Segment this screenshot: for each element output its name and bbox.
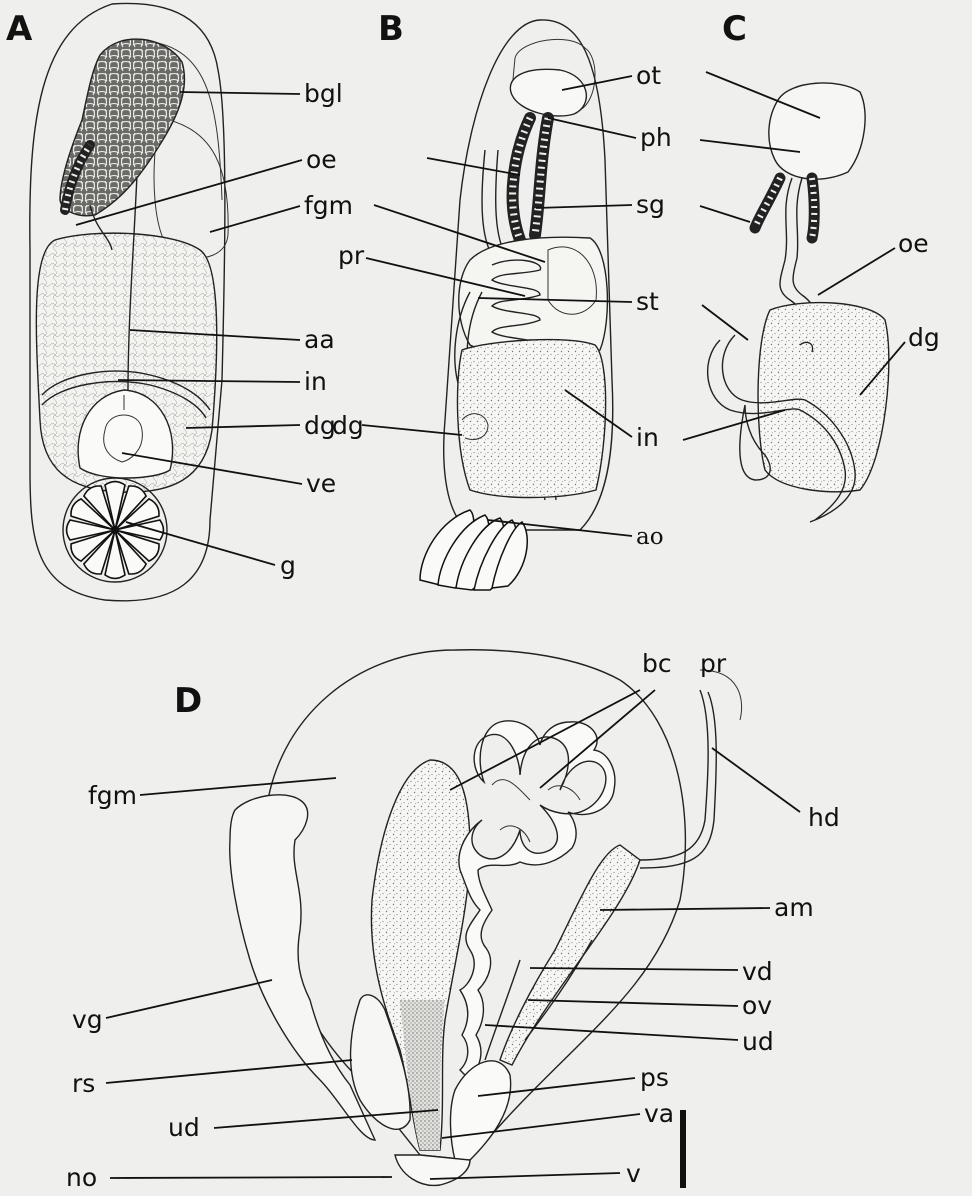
label-b-in: in — [636, 423, 659, 452]
label-b-ao: ao — [636, 524, 664, 550]
panel-d-vestibule — [395, 1155, 470, 1185]
label-d-rs: rs — [72, 1069, 95, 1098]
label-a-dg: dg — [304, 411, 336, 440]
label-b-st: st — [636, 287, 659, 316]
label-b-ph: ph — [640, 123, 672, 152]
panel-b-digestive-gland — [457, 340, 605, 498]
label-d-ov: ov — [742, 991, 772, 1020]
label-d-hd: hd — [808, 803, 840, 832]
panel-b-drawing — [420, 20, 613, 590]
label-d-pr: pr — [700, 649, 727, 678]
panel-b-pharynx — [510, 69, 586, 116]
label-a-fgm: fgm — [304, 191, 353, 220]
panel-a-buccal-gland — [60, 39, 184, 216]
panel-c-drawing — [708, 83, 889, 522]
panel-letter-c: C — [722, 9, 747, 49]
label-b-dg: dg — [332, 411, 364, 440]
label-d-va: va — [644, 1099, 674, 1128]
label-b-sg: sg — [636, 190, 665, 219]
label-b-pr: pr — [338, 241, 365, 270]
panel-c-digestive-gland — [758, 303, 889, 492]
label-a-bgl: bgl — [304, 79, 343, 108]
panel-letter-d: D — [174, 681, 202, 721]
label-c-dg: dg — [908, 323, 940, 352]
label-a-in: in — [304, 367, 327, 396]
label-a-oe: oe — [306, 145, 337, 174]
label-d-v: v — [626, 1159, 641, 1188]
label-d-bc: bc — [642, 649, 672, 678]
panel-c-pharynx — [769, 83, 865, 179]
panel-d-hermaphrodite-duct — [640, 690, 708, 860]
scale-bar — [680, 1110, 686, 1188]
label-c-oe: oe — [898, 229, 929, 258]
panel-letter-b: B — [378, 9, 404, 49]
label-d-fgm: fgm — [88, 781, 137, 810]
label-a-ve: ve — [306, 469, 336, 498]
label-d-ud-right: ud — [742, 1027, 774, 1056]
label-a-aa: aa — [304, 325, 335, 354]
panel-d-albumen-gland — [500, 845, 640, 1065]
panel-letter-a: A — [6, 9, 33, 49]
label-d-vg: vg — [72, 1005, 103, 1034]
label-d-vd: vd — [742, 957, 773, 986]
label-d-no: no — [66, 1163, 97, 1192]
label-d-ps: ps — [640, 1063, 669, 1092]
panel-d-penis-sheath — [450, 1061, 510, 1160]
panel-d-vestibular-gland — [230, 795, 375, 1140]
label-d-am: am — [774, 893, 814, 922]
label-b-ot: ot — [636, 61, 661, 90]
label-d-ud-left: ud — [168, 1113, 200, 1142]
label-a-g: g — [280, 551, 296, 580]
